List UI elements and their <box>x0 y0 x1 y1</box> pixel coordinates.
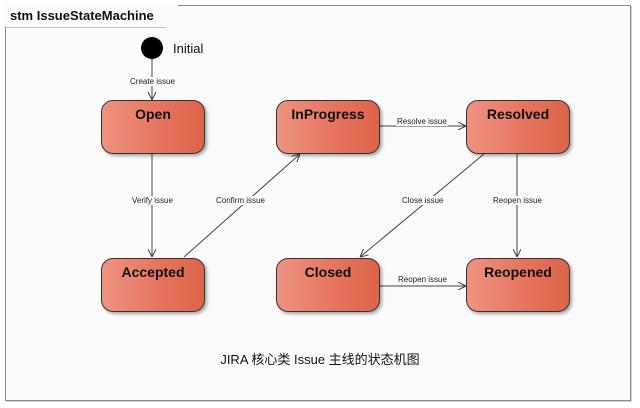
state-inprogress: InProgress <box>276 100 380 154</box>
label-create-issue: Create issue <box>129 77 176 86</box>
edge-close <box>360 153 485 257</box>
initial-node <box>141 37 163 59</box>
diagram-title: stm IssueStateMachine <box>5 5 178 27</box>
state-resolved: Resolved <box>466 100 570 154</box>
label-verify-issue: Verify issue <box>131 196 174 205</box>
initial-label: Initial <box>173 41 204 56</box>
diagram-caption: JIRA 核心类 Issue 主线的状态机图 <box>220 352 420 367</box>
state-closed: Closed <box>276 258 380 312</box>
state-accepted: Accepted <box>101 258 205 312</box>
state-reopened: Reopened <box>466 258 570 312</box>
label-reopen-issue-resolved: Reopen issue <box>492 196 543 205</box>
label-confirm-issue: Confirm issue <box>215 196 266 205</box>
label-resolve-issue: Resolve issue <box>396 117 448 126</box>
label-reopen-issue-closed: Reopen issue <box>397 275 448 284</box>
state-open: Open <box>101 100 205 154</box>
edge-confirm <box>183 154 300 258</box>
label-close-issue: Close issue <box>401 196 445 205</box>
